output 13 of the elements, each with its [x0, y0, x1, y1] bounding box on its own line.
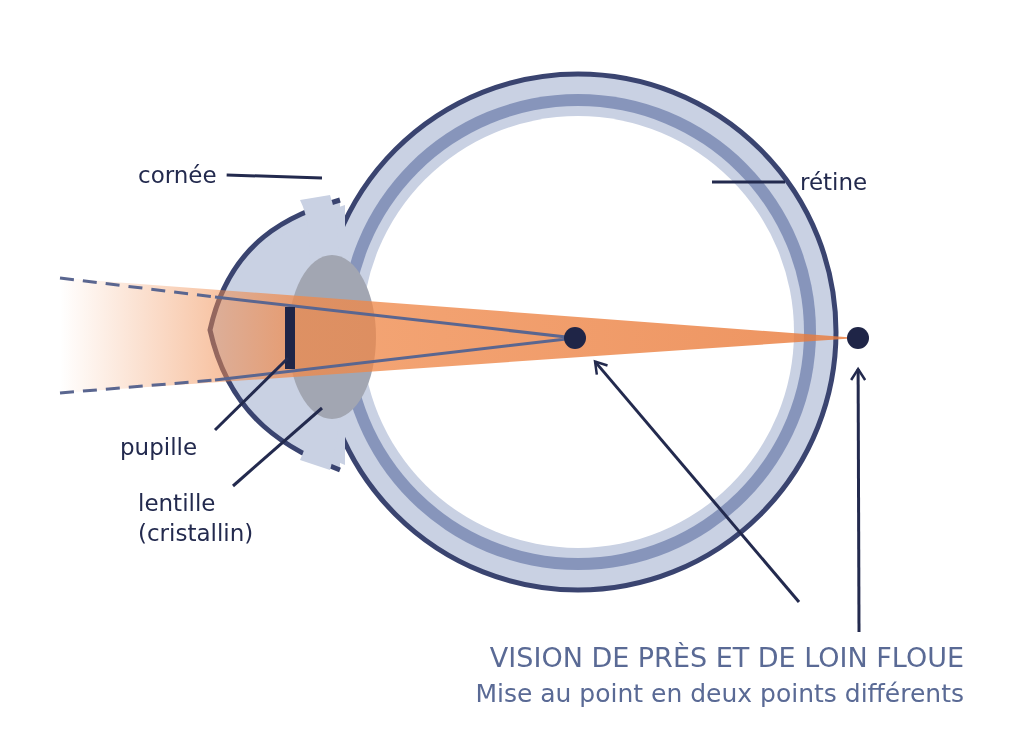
part-label: cornée	[138, 160, 217, 190]
leader-line	[712, 180, 785, 184]
leader-line	[213, 356, 290, 432]
part-label: rétine	[800, 167, 868, 197]
caption-heading: VISION DE PRÈS ET DE LOIN FLOUE	[488, 641, 964, 675]
leader-line	[226, 173, 323, 180]
part-label: pupille	[120, 432, 198, 462]
arrow	[593, 360, 801, 603]
leader-line	[232, 406, 323, 488]
arrow	[849, 367, 867, 632]
focal-point-dot	[847, 327, 869, 349]
caption-subtitle: Mise au point en deux points différents	[475, 678, 964, 710]
part-label: lentille (cristallin)	[138, 488, 288, 548]
